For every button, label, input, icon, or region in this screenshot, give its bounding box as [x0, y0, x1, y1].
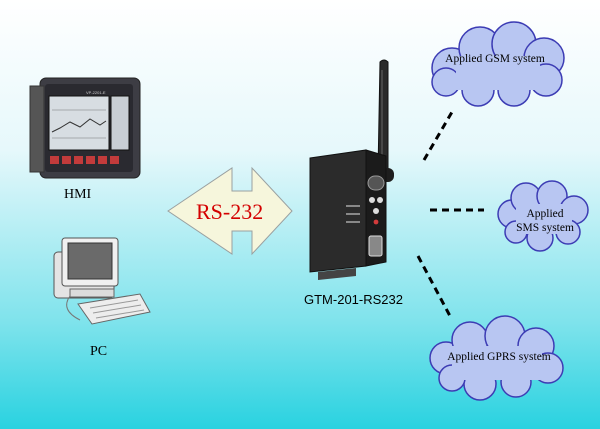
gtm-modem-device [309, 149, 387, 280]
gsm-cloud-line1: Applied GSM system [445, 53, 545, 65]
pc-label: PC [90, 344, 108, 359]
gprs-cloud-line1: Applied GPRS system [447, 351, 551, 363]
gprs-cloud-icon [429, 315, 564, 401]
sms-cloud-line2: SMS system [516, 222, 574, 234]
gprs-cloud-label: Applied GPRS system [434, 350, 564, 364]
gsm-cloud-icon [431, 21, 565, 107]
gsm-link-line [422, 111, 454, 161]
gprs-link-line [416, 255, 452, 317]
hmi-label: HMI [64, 187, 92, 202]
hmi-model-text: VP-2201-E [86, 90, 106, 95]
device-model-label: GTM-201-RS232 [304, 292, 403, 307]
rs232-double-arrow [167, 166, 293, 256]
hmi-panel-icon: VP-2201-E [29, 77, 141, 179]
gsm-cloud-label: Applied GSM system [430, 52, 560, 66]
rs232-arrow-label: RS-232 [196, 199, 264, 224]
sms-cloud-line1: Applied [526, 208, 564, 220]
sms-cloud-icon [497, 180, 589, 252]
sms-cloud-label: Applied SMS system [505, 207, 585, 235]
pc-computer-icon [53, 237, 151, 325]
